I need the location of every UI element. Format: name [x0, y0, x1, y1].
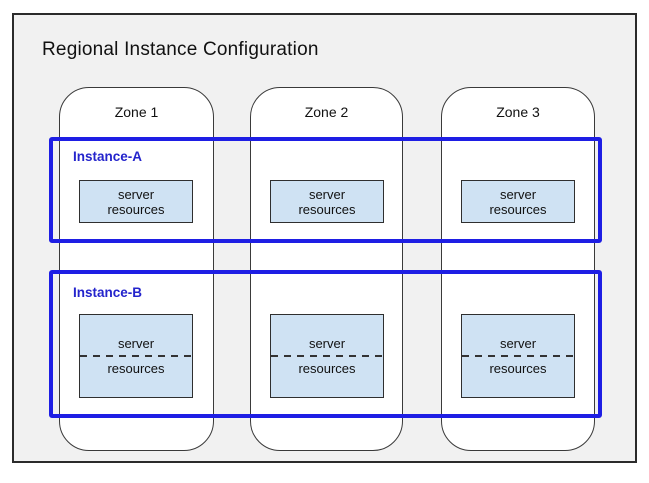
dashed-divider — [271, 355, 383, 357]
server-box-line2: resources — [107, 201, 165, 217]
server-box-line2: resources — [489, 201, 547, 217]
diagram-title: Regional Instance Configuration — [42, 39, 319, 60]
instance-b-label: Instance-B — [73, 285, 143, 300]
server-resources-box-instance-b-zone-3: server resources — [461, 314, 575, 398]
server-box-line1: server — [117, 186, 155, 202]
server-resources-box-instance-a-zone-1: server resources — [79, 180, 193, 223]
server-resources-box-instance-b-zone-1: server resources — [79, 314, 193, 398]
server-box-line1: server — [308, 186, 346, 202]
zone-3-label: Zone 3 — [496, 104, 540, 120]
server-box-line2: resources — [107, 361, 165, 376]
dashed-divider — [80, 355, 192, 357]
server-resources-box-instance-a-zone-3: server resources — [461, 180, 575, 223]
dashed-divider — [462, 355, 574, 357]
server-box-line1: server — [308, 336, 346, 351]
server-box-line2: resources — [489, 361, 547, 376]
server-box-line1: server — [117, 336, 155, 351]
zone-2-label: Zone 2 — [304, 104, 349, 120]
server-box-line2: resources — [298, 201, 356, 217]
instance-a-label: Instance-A — [73, 149, 143, 164]
server-resources-box-instance-a-zone-2: server resources — [270, 180, 384, 223]
server-box-line2: resources — [298, 361, 356, 376]
server-box-line1: server — [499, 186, 537, 202]
region-frame: Regional Instance Configuration Zone 1 Z… — [12, 13, 637, 463]
instance-a-outline: Instance-A — [49, 137, 602, 243]
zone-1-label: Zone 1 — [114, 104, 159, 120]
instance-b-outline: Instance-B — [49, 270, 602, 418]
server-resources-box-instance-b-zone-2: server resources — [270, 314, 384, 398]
server-box-line1: server — [499, 336, 537, 351]
